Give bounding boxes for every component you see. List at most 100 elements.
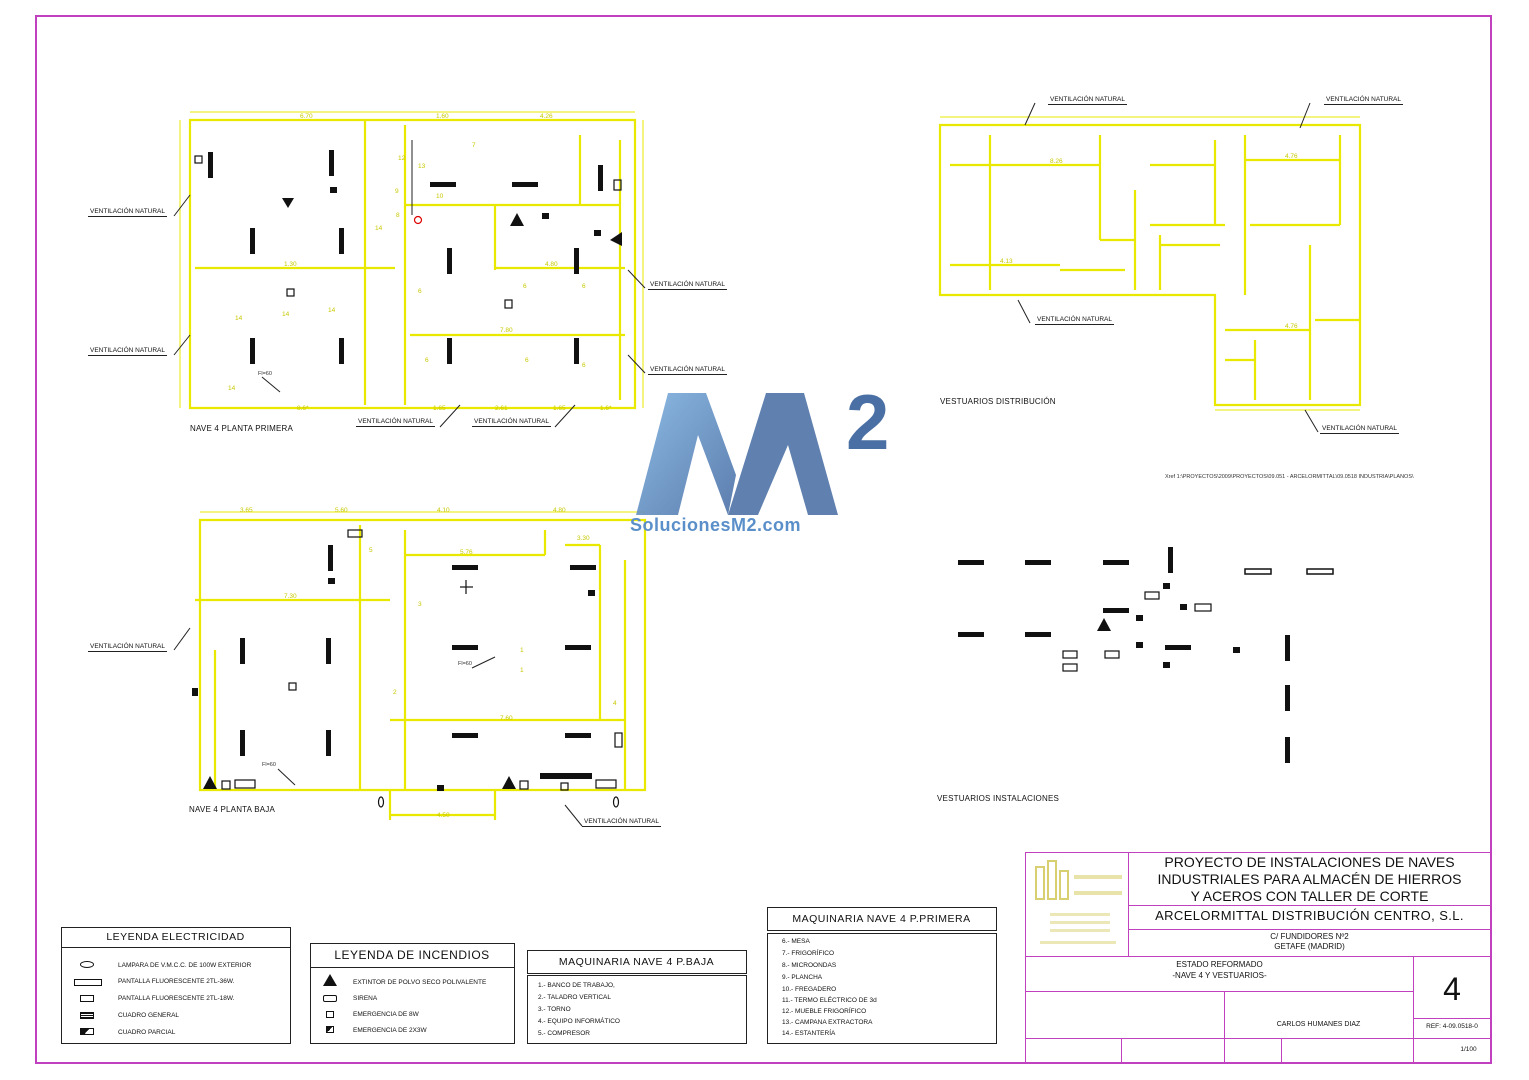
legend-row: CUADRO GENERAL: [118, 1012, 180, 1019]
svg-text:4.80: 4.80: [553, 507, 566, 514]
svg-text:14: 14: [328, 307, 336, 314]
legend-row: EMERGENCIA DE 8W: [353, 1011, 419, 1018]
svg-text:2.61: 2.61: [495, 405, 508, 412]
svg-text:5.60: 5.60: [335, 507, 348, 514]
caption-vestuarios-instalaciones: VESTUARIOS INSTALACIONES: [937, 794, 1060, 803]
legend-row: PANTALLA FLUORESCENTE 2TL-18W.: [118, 995, 235, 1002]
svg-text:2: 2: [393, 689, 397, 696]
svg-text:3: 3: [418, 601, 422, 608]
reference: REF: 4-09.0518-0: [1426, 1023, 1478, 1030]
svg-text:6: 6: [523, 283, 527, 290]
fluorescent-36w-icon: [74, 979, 102, 986]
machine-item: 10.- FREGADERO: [782, 986, 837, 993]
caption-planta-baja: NAVE 4 PLANTA BAJA: [189, 805, 276, 814]
machine-item: 7.- FRIGORÍFICO: [782, 950, 834, 957]
svg-text:6: 6: [582, 283, 586, 290]
svg-text:9: 9: [395, 188, 399, 195]
maquinaria-primera-title: MAQUINARIA NAVE 4 P.PRIMERA: [766, 907, 997, 931]
svg-text:4.10: 4.10: [437, 507, 450, 514]
legend-incendios: LEYENDA DE INCENDIOS EXTINTOR DE POLVO S…: [309, 943, 515, 1044]
svg-text:12: 12: [398, 155, 406, 162]
author-name: CARLOS HUMANES DIAZ: [1276, 1021, 1361, 1028]
svg-text:6: 6: [525, 357, 529, 364]
svg-text:4: 4: [613, 700, 617, 707]
legend-incendios-title: LEYENDA DE INCENDIOS: [309, 943, 515, 968]
svg-text:6: 6: [425, 357, 429, 364]
machine-item: 14.- ESTANTERÍA: [782, 1030, 836, 1037]
svg-text:1: 1: [520, 647, 524, 654]
ventilation-label: VENTILACIÓN NATURAL: [648, 366, 728, 375]
project-title-line2: INDUSTRIALES PARA ALMACÉN DE HIERROS: [1157, 871, 1462, 887]
svg-text:4.76: 4.76: [1285, 153, 1298, 160]
ventilation-label: VENTILACIÓN NATURAL: [1320, 425, 1400, 434]
project-title-line3: Y ACEROS CON TALLER DE CORTE: [1190, 888, 1429, 904]
legend-row: LAMPARA DE V.M.C.C. DE 100W EXTERIOR: [118, 962, 252, 969]
yellow-walls: [179, 111, 1362, 820]
caption-vestuarios-distribucion: VESTUARIOS DISTRIBUCIÓN: [940, 397, 1056, 406]
ventilation-label: VENTILACIÓN NATURAL: [472, 418, 552, 427]
legend-row: SIRENA: [353, 995, 378, 1002]
svg-text:10: 10: [436, 193, 444, 200]
svg-text:7: 7: [472, 142, 476, 149]
svg-text:4.76: 4.76: [1285, 323, 1298, 330]
legend-electricidad-title: LEYENDA ELECTRICIDAD: [60, 927, 291, 948]
svg-text:6.70: 6.70: [300, 113, 313, 120]
legend-electricidad: LEYENDA ELECTRICIDAD LAMPARA DE V.M.C.C.…: [60, 927, 291, 1044]
extinguisher-icon: [323, 974, 337, 986]
machine-item: 4.- EQUIPO INFORMÁTICO: [538, 1018, 620, 1025]
svg-text:6: 6: [582, 362, 586, 369]
fluorescent-18w-icon: [80, 995, 94, 1002]
company-logo: [1035, 860, 1122, 944]
ventilation-label: VENTILACIÓN NATURAL: [1048, 96, 1128, 105]
watermark-text: SolucionesM2.com: [630, 515, 802, 535]
drawing-frame: [35, 15, 1492, 1064]
ventilation-label: VENTILACIÓN NATURAL: [88, 208, 168, 217]
ventilation-label: VENTILACIÓN NATURAL: [88, 347, 168, 356]
maquinaria-primera: MAQUINARIA NAVE 4 P.PRIMERA 6.- MESA 7.-…: [766, 907, 997, 1044]
svg-text:1: 1: [520, 667, 524, 674]
client-name: ARCELORMITTAL DISTRIBUCIÓN CENTRO, S.L.: [1155, 908, 1464, 923]
emergency-2x3w-icon: [326, 1026, 334, 1033]
fl-label-1: Fl=60: [258, 371, 272, 377]
outline-symbols: [194, 155, 1212, 808]
ventilation-label: VENTILACIÓN NATURAL: [582, 818, 662, 827]
svg-text:3.30: 3.30: [577, 535, 590, 542]
project-title-line1: PROYECTO DE INSTALACIONES DE NAVES: [1164, 854, 1455, 870]
ventilation-label: VENTILACIÓN NATURAL: [1035, 316, 1115, 325]
m2-superscript: 2: [846, 378, 889, 466]
maquinaria-baja-title: MAQUINARIA NAVE 4 P.BAJA: [526, 950, 747, 974]
svg-text:14: 14: [375, 225, 383, 232]
svg-text:5.76: 5.76: [460, 549, 473, 556]
machine-item: 8.- MICROONDAS: [782, 962, 837, 969]
legend-row: CUADRO PARCIAL: [118, 1029, 176, 1036]
machine-item: 2.- TALADRO VERTICAL: [538, 994, 611, 1001]
svg-text:4.50: 4.50: [437, 812, 450, 819]
legend-row: PANTALLA FLUORESCENTE 2TL-36W.: [118, 978, 235, 985]
maquinaria-baja: MAQUINARIA NAVE 4 P.BAJA 1.- BANCO DE TR…: [526, 950, 747, 1044]
title-block: PROYECTO DE INSTALACIONES DE NAVES INDUS…: [1025, 852, 1492, 1064]
emergency-8w-icon: [326, 1011, 334, 1018]
machine-item: 3.- TORNO: [538, 1006, 571, 1013]
fl-label-2: Fl=60: [458, 661, 472, 667]
legend-row: EMERGENCIA DE 2X3W: [353, 1027, 427, 1034]
fl-label-3: Fl=60: [262, 762, 276, 768]
svg-text:3.65: 3.65: [240, 507, 253, 514]
ventilation-label: VENTILACIÓN NATURAL: [1324, 96, 1404, 105]
svg-text:4.26: 4.26: [540, 113, 553, 120]
xref-path: Xref 1:\PROYECTOS\2009\PROYECTOS\09.051 …: [1165, 474, 1414, 480]
machine-item: 5.- COMPRESOR: [538, 1030, 591, 1037]
svg-text:14: 14: [282, 311, 290, 318]
svg-text:5: 5: [369, 547, 373, 554]
machine-item: 1.- BANCO DE TRABAJO,: [538, 982, 615, 989]
state-line1: ESTADO REFORMADO: [1176, 960, 1263, 969]
machine-item: 13.- CAMPANA EXTRACTORA: [782, 1019, 873, 1026]
svg-text:1.6*: 1.6*: [600, 405, 612, 412]
svg-text:8: 8: [396, 212, 400, 219]
scale: 1/100: [1460, 1046, 1477, 1053]
svg-text:8.6*: 8.6*: [297, 405, 309, 412]
machine-item: 12.- MUEBLE FRIGORÍFICO: [782, 1008, 867, 1015]
svg-text:6: 6: [418, 288, 422, 295]
svg-text:7.30: 7.30: [284, 593, 297, 600]
caption-planta-primera: NAVE 4 PLANTA PRIMERA: [190, 424, 294, 433]
